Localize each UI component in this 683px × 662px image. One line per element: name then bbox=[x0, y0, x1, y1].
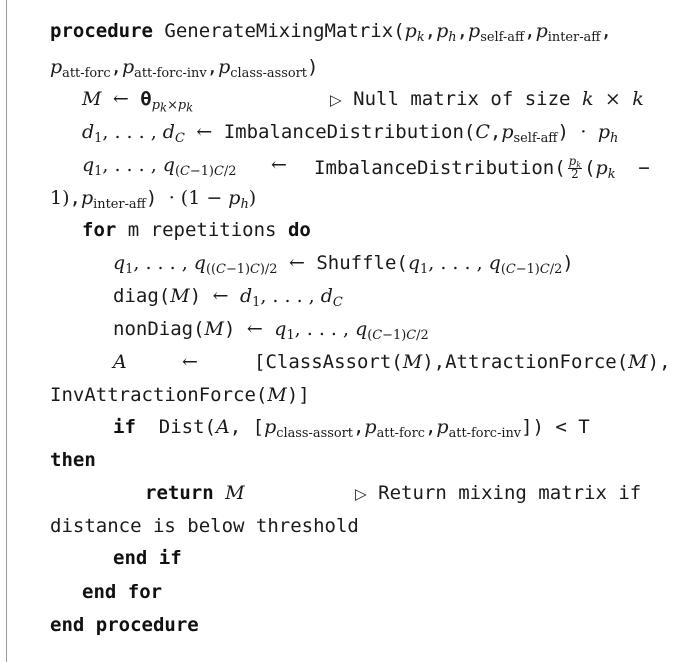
comment-null-matrix: ▷ Null matrix of size k × k bbox=[330, 88, 644, 110]
line-then: then bbox=[50, 449, 96, 471]
line-set-diag: diag(M) ← d1, . . . , dC bbox=[113, 285, 343, 311]
line-compute-A-rhs: [ClassAssort(M),AttractionForce(M), bbox=[254, 351, 671, 373]
line-procedure-signature-cont: patt-forc,patt-forc-inv,pclass-assort) bbox=[50, 56, 319, 82]
fn-generate-mixing-matrix: GenerateMixingMatrix bbox=[164, 20, 394, 42]
line-compute-q-arrow: ← bbox=[271, 154, 287, 176]
left-border-rule bbox=[6, 0, 7, 662]
line-shuffle: q1, . . . , q((C−1)C)/2 ← Shuffle(q1, . … bbox=[113, 252, 574, 278]
line-procedure-signature: procedure GenerateMixingMatrix(pk,ph,pse… bbox=[50, 20, 612, 46]
line-end-if: end if bbox=[113, 547, 182, 569]
comment-return: ▷ Return mixing matrix if bbox=[355, 482, 642, 504]
line-return: return M bbox=[145, 482, 245, 504]
keyword-procedure: procedure bbox=[50, 20, 153, 42]
line-compute-A-arrow: ← bbox=[182, 351, 198, 373]
line-compute-A: A bbox=[113, 351, 127, 373]
line-set-nondiag: nonDiag(M) ← q1, . . . , q(C−1)C/2 bbox=[113, 318, 429, 344]
line-compute-q-cont: 1),pinter-aff) · (1 − ph) bbox=[50, 187, 257, 213]
line-compute-A-cont: InvAttractionForce(M)] bbox=[50, 384, 310, 406]
comment-return-cont: distance is below threshold bbox=[50, 515, 359, 537]
line-end-procedure: end procedure bbox=[50, 614, 199, 636]
line-end-for: end for bbox=[82, 581, 163, 603]
line-compute-d: d1, . . . , dC ← ImbalanceDistribution(C… bbox=[82, 121, 619, 147]
line-compute-q: q1, . . . , q(C−1)C/2 bbox=[82, 154, 237, 180]
line-init-matrix: M ← θpk×pk bbox=[82, 88, 194, 115]
line-for-loop: for m repetitions do bbox=[82, 219, 311, 241]
line-if-condition: if Dist(A, [pclass-assort,patt-forc,patt… bbox=[113, 416, 590, 442]
